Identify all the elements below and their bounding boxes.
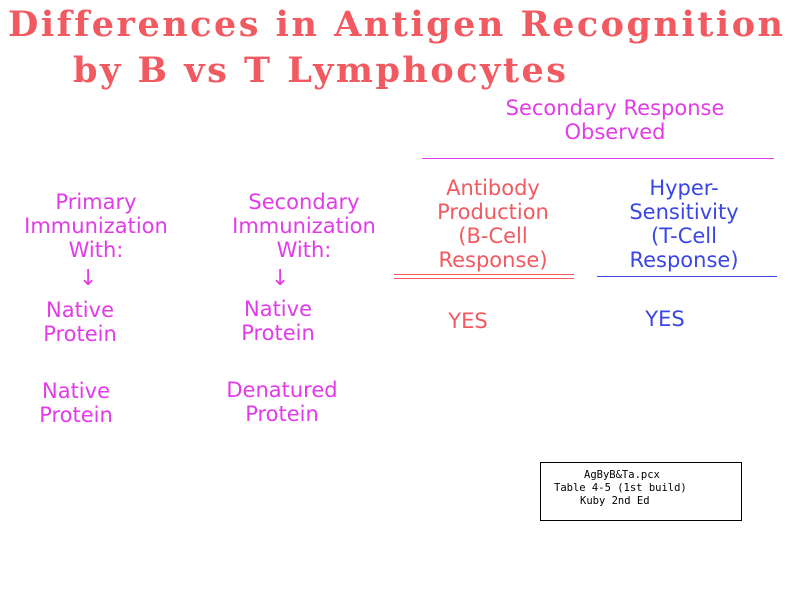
reference-source: Kuby 2nd Ed — [580, 495, 650, 507]
antibody-production-header: Antibody Production (B-Cell Response) — [437, 176, 549, 272]
row1-t-cell-result: YES — [645, 307, 685, 331]
row1-primary-antigen: Native Protein — [43, 298, 117, 346]
down-arrow-icon: ↓ — [79, 266, 98, 291]
antibody-underline-bottom — [394, 278, 574, 279]
title-line-2: by B vs T Lymphocytes — [73, 50, 569, 91]
row2-primary-antigen: Native Protein — [39, 379, 113, 427]
title-line-1: Differences in Antigen Recognition — [8, 4, 786, 45]
hypersensitivity-underline — [597, 276, 777, 277]
secondary-response-divider — [422, 158, 774, 159]
down-arrow-icon: ↓ — [271, 266, 290, 291]
row1-secondary-antigen: Native Protein — [241, 297, 315, 345]
reference-box: AgByB&Ta.pcx Table 4-5 (1st build) Kuby … — [540, 462, 742, 521]
primary-immunization-header: Primary Immunization With: — [24, 190, 168, 262]
hypersensitivity-header: Hyper- Sensitivity (T-Cell Response) — [629, 176, 739, 272]
secondary-response-header: Secondary Response Observed — [505, 96, 725, 144]
reference-table: Table 4-5 (1st build) — [554, 482, 687, 494]
secondary-immunization-header: Secondary Immunization With: — [232, 190, 376, 262]
row2-secondary-antigen: Denatured Protein — [226, 378, 338, 426]
row1-b-cell-result: YES — [448, 309, 488, 333]
reference-filename: AgByB&Ta.pcx — [584, 469, 660, 481]
antibody-underline-top — [394, 274, 574, 275]
